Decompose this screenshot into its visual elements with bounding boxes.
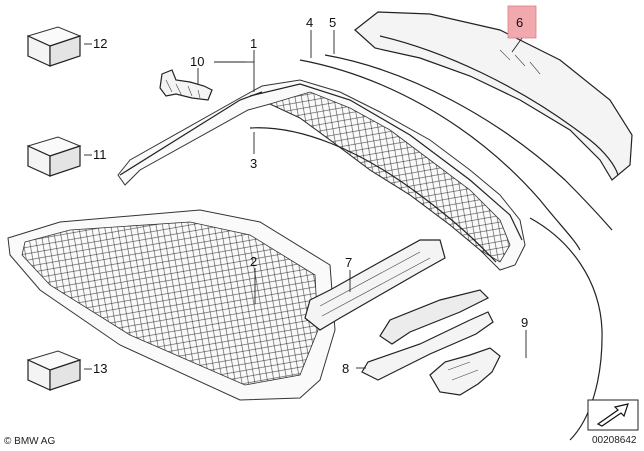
callout-9[interactable]: 9	[521, 315, 528, 330]
parts-box-12[interactable]	[26, 26, 82, 67]
side-rail-part-7[interactable]	[304, 239, 446, 331]
copyright-text: © BMW AG	[4, 436, 55, 447]
callout-8[interactable]: 8	[342, 361, 349, 376]
callout-6[interactable]: 6	[516, 15, 523, 30]
callout-13[interactable]: 13	[93, 361, 107, 376]
callout-highlight-6	[507, 5, 537, 39]
callout-10[interactable]: 10	[190, 54, 204, 69]
seal-strip-part-5[interactable]	[324, 54, 613, 231]
parts-box-13[interactable]	[26, 350, 82, 391]
seal-strip-part-3[interactable]	[249, 127, 497, 263]
parts-box-11[interactable]	[26, 136, 82, 177]
front-bow-strip	[119, 91, 263, 176]
cable-bracket-part-9[interactable]	[429, 217, 603, 441]
diagram-number: 00208642	[592, 435, 637, 446]
direction-arrow-icon	[587, 399, 639, 431]
callout-12[interactable]: 12	[93, 36, 107, 51]
leader-lines	[84, 30, 527, 370]
callout-1[interactable]: 1	[250, 36, 257, 51]
callout-11[interactable]: 11	[93, 147, 107, 162]
lower-strip-part-8[interactable]	[361, 289, 494, 381]
hinge-bracket-part-10[interactable]	[159, 69, 213, 101]
callout-7[interactable]: 7	[345, 255, 352, 270]
callout-2[interactable]: 2	[250, 254, 257, 269]
callout-5[interactable]: 5	[329, 15, 336, 30]
callout-4[interactable]: 4	[306, 15, 313, 30]
callout-3[interactable]: 3	[250, 156, 257, 171]
rear-cover-part-6[interactable]	[354, 11, 633, 181]
seal-strip-part-4[interactable]	[299, 59, 581, 251]
front-panel-part-2[interactable]	[7, 209, 336, 401]
